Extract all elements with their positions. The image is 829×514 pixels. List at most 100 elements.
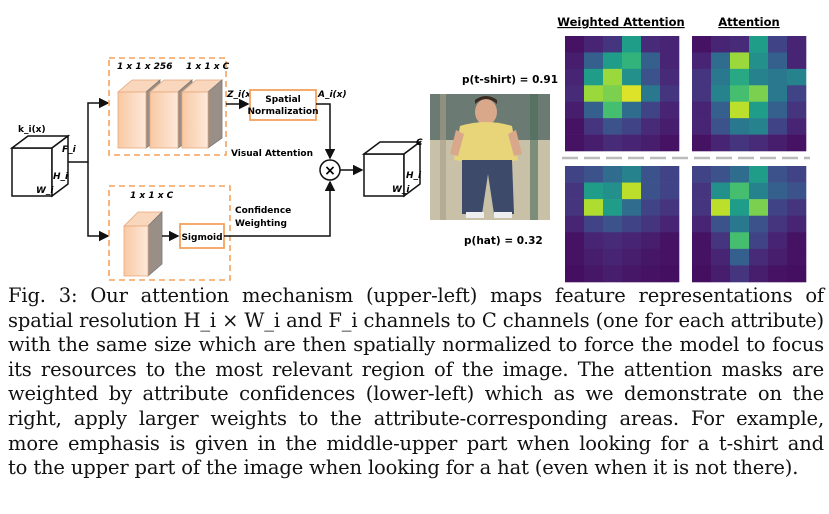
multiply-symbol: × [324, 163, 336, 179]
caption-line: with the same size which are then spatia… [8, 333, 824, 357]
figure: k_i(x) F_i H_i W_i 1 x 1 x 256 1 x 1 x C… [9, 15, 810, 283]
heatmap-cell [584, 52, 604, 70]
heatmap-cell [711, 182, 731, 200]
heatmap-cell [622, 85, 642, 103]
heatmap-cell [787, 101, 807, 119]
heatmap-cell [711, 265, 731, 283]
heatmap-cell [660, 248, 680, 266]
heatmap-cell [603, 199, 623, 217]
heatmap-cell [749, 101, 769, 119]
caption-line: more emphasis is given in the middle-upp… [8, 431, 824, 455]
heatmap-cell [730, 52, 750, 70]
output-height-label: H_i [406, 171, 422, 181]
visual-attention-label: Visual Attention [231, 149, 313, 159]
heatmap-cell [749, 232, 769, 250]
spatial-normalization-block [249, 89, 317, 121]
heatmap-cell [730, 101, 750, 119]
heatmap-cell [584, 68, 604, 86]
heatmap-hat-attention [692, 166, 807, 283]
input-width-label: W_i [36, 186, 54, 196]
heatmap-cell [641, 248, 661, 266]
heatmap-cell [711, 36, 731, 53]
heatmap-cell [584, 134, 604, 152]
heatmap-cell [692, 199, 712, 217]
heatmap-cell [622, 232, 642, 250]
heatmap-cell [787, 134, 807, 152]
heatmap-cell [603, 85, 623, 103]
heatmap-cell [787, 232, 807, 250]
heatmap-cell [603, 134, 623, 152]
heatmap-cell [584, 232, 604, 250]
heatmap-cell [660, 68, 680, 86]
heatmap-cell [730, 232, 750, 250]
heatmap-cell [692, 182, 712, 200]
input-label: k_i(x) [18, 125, 46, 135]
heatmap-cell [584, 166, 604, 183]
heatmap-cell [730, 134, 750, 152]
heatmap-cell [641, 85, 661, 103]
heatmap-cell [787, 52, 807, 70]
top-branch-arrow [68, 97, 110, 163]
heatmap-cell [622, 52, 642, 70]
heatmap-cell [711, 85, 731, 103]
heatmap-cell [787, 182, 807, 200]
heatmap-cell [584, 182, 604, 200]
output-width-label: W_i [392, 185, 410, 195]
heatmap-cell [641, 265, 661, 283]
heatmap-cell [660, 166, 680, 183]
heatmap-cell [749, 182, 769, 200]
conv-slab-3 [180, 79, 224, 149]
heatmap-cell [641, 134, 661, 152]
heatmap-cell [565, 182, 585, 200]
heatmap-cell [787, 199, 807, 217]
a-arrow [316, 103, 336, 160]
confidence-line2: Weighting [235, 219, 287, 229]
heatmap-cell [787, 215, 807, 233]
heatmap-cell [641, 36, 661, 53]
heatmap-cell [584, 215, 604, 233]
heatmap-cell [584, 101, 604, 119]
conv-stack-box [108, 57, 227, 156]
bottom-branch-arrow [87, 162, 110, 242]
heatmap-cell [768, 134, 788, 152]
figure-caption: Fig. 3: Our attention mechanism (upper-l… [8, 284, 824, 481]
input-channels-label: F_i [62, 145, 77, 155]
heatmap-cell [603, 215, 623, 233]
heatmap-cell [641, 52, 661, 70]
heatmap-cell [692, 248, 712, 266]
heatmap-cell [565, 134, 585, 152]
heatmap-cell [603, 166, 623, 183]
heatmap-cell [711, 232, 731, 250]
heatmap-cell [660, 232, 680, 250]
heatmap-cell [641, 199, 661, 217]
heatmap-cell [603, 248, 623, 266]
heatmap-cell [730, 215, 750, 233]
heatmap-cell [749, 265, 769, 283]
heatmap-cell [660, 182, 680, 200]
heatmap-cell [749, 166, 769, 183]
heatmap-cell [749, 36, 769, 53]
person-photo [430, 94, 550, 220]
heatmap-cell [603, 68, 623, 86]
heatmap-cell [787, 118, 807, 135]
confidence-line1: Confidence [235, 206, 291, 216]
heatmap-cell [622, 134, 642, 152]
heatmap-cell [711, 199, 731, 217]
heatmap-tshirt-weighted [565, 36, 680, 152]
heatmap-cell [603, 52, 623, 70]
col-attention: Attention [718, 15, 779, 29]
heatmap-cell [641, 215, 661, 233]
heatmap-cell [787, 68, 807, 86]
heatmap-cell [692, 215, 712, 233]
z-label: Z_i(x) [226, 90, 255, 100]
heatmap-cell [787, 36, 807, 53]
caption-line: weighted by attribute confidences (lower… [8, 382, 824, 406]
heatmap-cell [603, 118, 623, 135]
sigmoid-label: Sigmoid [181, 233, 222, 243]
heatmap-cell [730, 166, 750, 183]
input-cube [9, 134, 71, 198]
heatmap-cell [622, 265, 642, 283]
heatmap-cell [660, 265, 680, 283]
caption-line: Fig. 3: Our attention mechanism (upper-l… [8, 284, 824, 307]
heatmap-cell [749, 199, 769, 217]
